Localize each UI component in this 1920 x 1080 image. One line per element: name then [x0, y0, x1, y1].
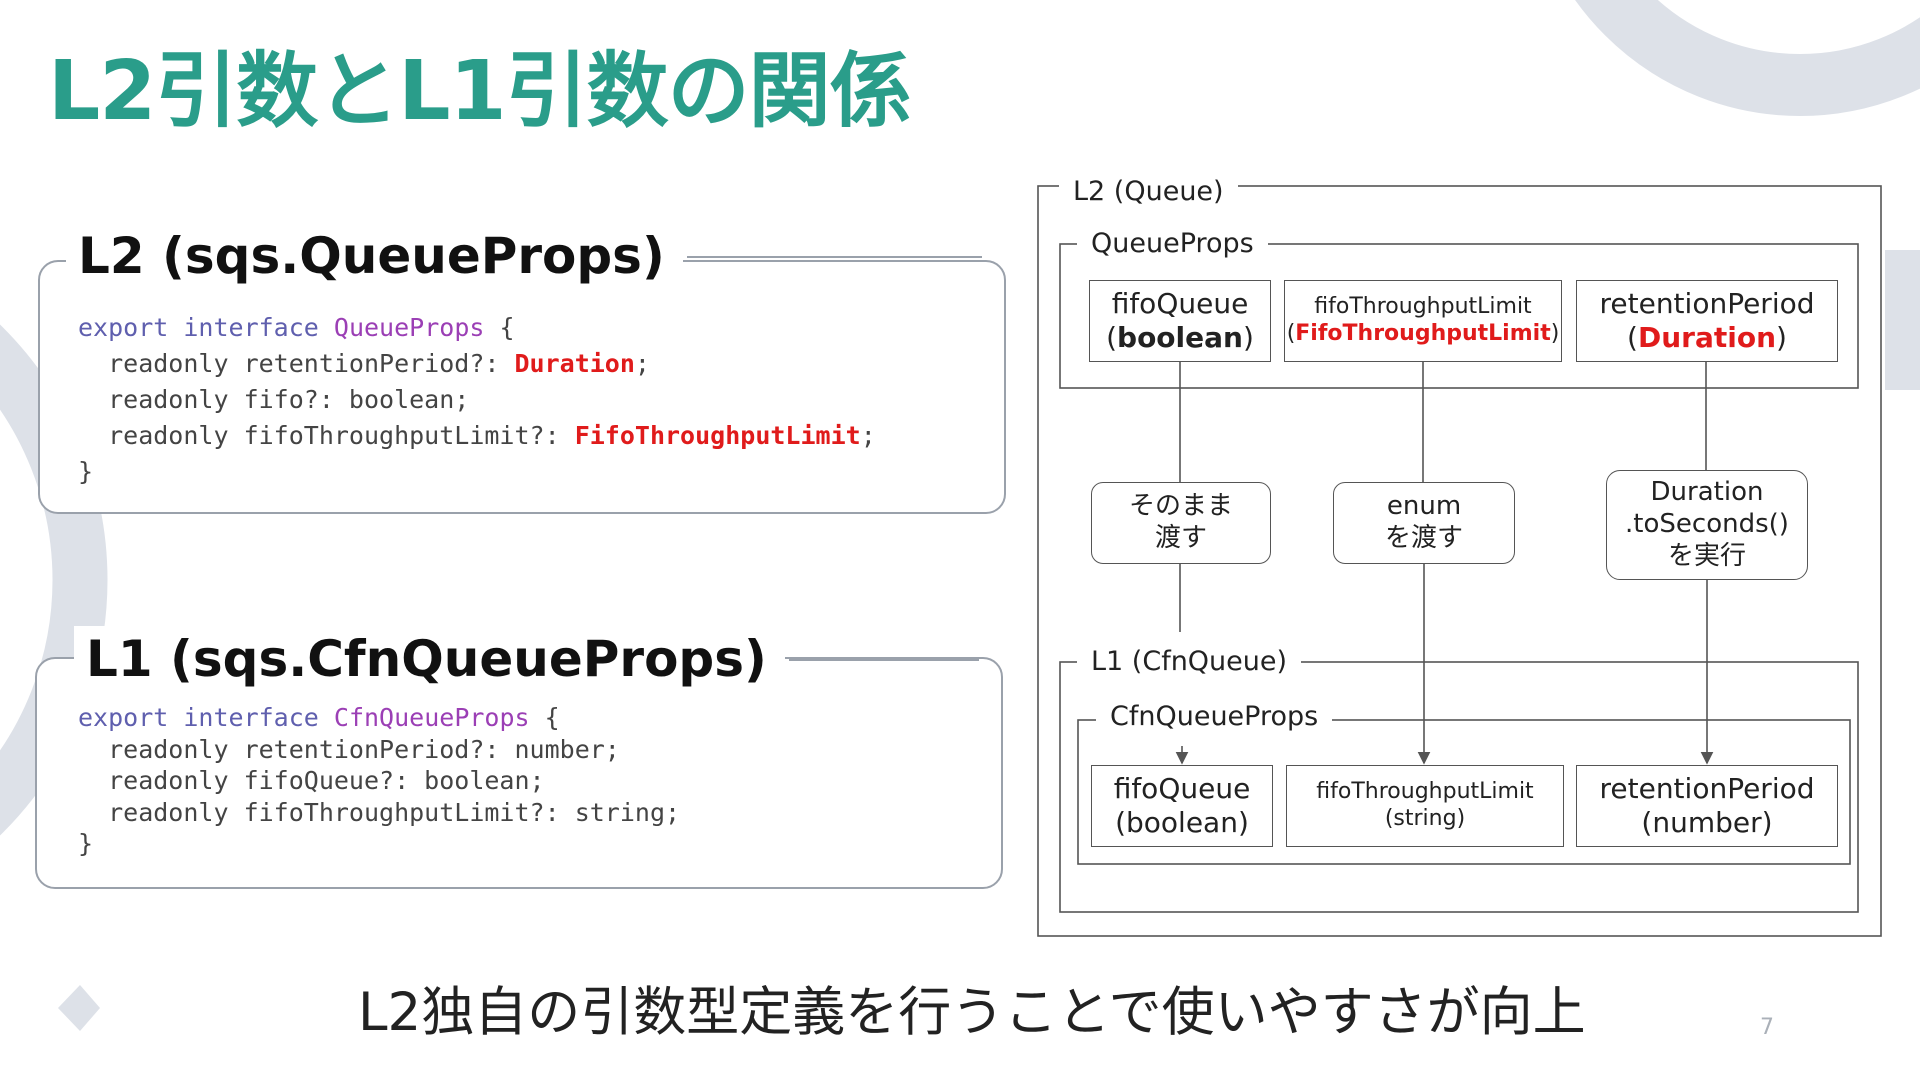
l1-group-frame	[1059, 661, 1859, 913]
decor-ring-top-right	[1575, 0, 1920, 116]
code-line: readonly fifoQueue?: boolean;	[78, 766, 545, 795]
decor-block-right	[1885, 250, 1920, 390]
code-brace: {	[499, 313, 515, 342]
l2-props-frame	[1059, 243, 1859, 389]
field-type: (boolean)	[1106, 321, 1254, 354]
l1-field-retention-period: retentionPeriod (number)	[1576, 765, 1838, 847]
decor-diamond	[58, 985, 100, 1031]
field-type: (boolean)	[1115, 806, 1249, 839]
field-type: (Duration)	[1627, 321, 1787, 354]
field-name: fifoThroughputLimit	[1316, 779, 1534, 805]
l1-props-label: CfnQueueProps	[1096, 699, 1333, 735]
decor-ring-left	[0, 324, 108, 836]
code-highlight-type: Duration	[514, 349, 635, 378]
l2-props-label: QueueProps	[1077, 226, 1268, 262]
mapping-diagram: L2 (Queue) QueueProps fifoQueue (boolean…	[1037, 174, 1885, 940]
code-line-suffix: ;	[634, 349, 650, 378]
code-interface-name: QueueProps	[333, 313, 485, 342]
l1-group-label: L1 (CfnQueue)	[1077, 644, 1302, 680]
code-interface-name: CfnQueueProps	[333, 703, 530, 732]
diagram-lines	[1037, 185, 1882, 937]
field-name: retentionPeriod	[1599, 286, 1815, 320]
slide-caption: L2独自の引数型定義を行うことで使いやすさが向上	[358, 982, 1586, 1043]
code-line: readonly fifo?: boolean;	[78, 385, 470, 414]
slide-title: L2引数とL1引数の関係	[48, 44, 912, 139]
field-name: fifoQueue	[1111, 286, 1249, 320]
code-brace: }	[78, 829, 94, 858]
field-name: fifoQueue	[1113, 771, 1251, 805]
field-name: fifoThroughputLimit	[1314, 294, 1532, 320]
l2-group-label: L2 (Queue)	[1059, 174, 1238, 210]
code-keyword: export	[78, 313, 169, 342]
conversion-pass-enum: enum を渡す	[1333, 482, 1515, 564]
l2-field-fifo-throughput-limit: fifoThroughputLimit (FifoThroughputLimit…	[1284, 280, 1562, 362]
field-type: (string)	[1384, 806, 1466, 831]
l2-field-retention-period: retentionPeriod (Duration)	[1576, 280, 1838, 362]
code-keyword: interface	[183, 703, 319, 732]
page-number: 7	[1760, 1015, 1774, 1040]
code-brace: }	[78, 457, 94, 486]
l1-code-block: export interface CfnQueueProps { readonl…	[78, 702, 680, 860]
l1-card-title: L1 (sqs.CfnQueueProps)	[74, 626, 785, 692]
code-brace: {	[544, 703, 560, 732]
field-name: retentionPeriod	[1599, 771, 1815, 805]
card-title-rule	[686, 256, 982, 258]
l1-props-frame	[1077, 719, 1851, 865]
code-line: readonly retentionPeriod?:	[78, 349, 515, 378]
code-keyword: interface	[183, 313, 319, 342]
l2-code-block: export interface QueueProps { readonly r…	[78, 310, 876, 490]
l2-props-card	[38, 260, 1006, 514]
l2-field-fifo-queue: fifoQueue (boolean)	[1089, 280, 1271, 362]
conversion-duration-to-seconds: Duration .toSeconds() を実行	[1606, 470, 1808, 580]
l1-field-fifo-queue: fifoQueue (boolean)	[1091, 765, 1273, 847]
code-keyword: export	[78, 703, 169, 732]
code-line: readonly fifoThroughputLimit?: string;	[78, 797, 681, 827]
conversion-pass-through: そのまま 渡す	[1091, 482, 1271, 564]
l2-group-frame	[1037, 185, 1882, 937]
code-highlight-type: FifoThroughputLimit	[574, 421, 861, 450]
card-title-rule	[788, 659, 979, 661]
field-type: (number)	[1641, 806, 1773, 839]
code-line: readonly fifoThroughputLimit?:	[78, 421, 575, 450]
field-type: (FifoThroughputLimit)	[1286, 321, 1560, 346]
l1-field-fifo-throughput-limit: fifoThroughputLimit (string)	[1286, 765, 1564, 847]
l2-card-title: L2 (sqs.QueueProps)	[66, 223, 683, 289]
code-line-suffix: ;	[860, 421, 876, 450]
l1-props-card	[35, 657, 1003, 889]
code-line: readonly retentionPeriod?: number;	[78, 734, 620, 764]
